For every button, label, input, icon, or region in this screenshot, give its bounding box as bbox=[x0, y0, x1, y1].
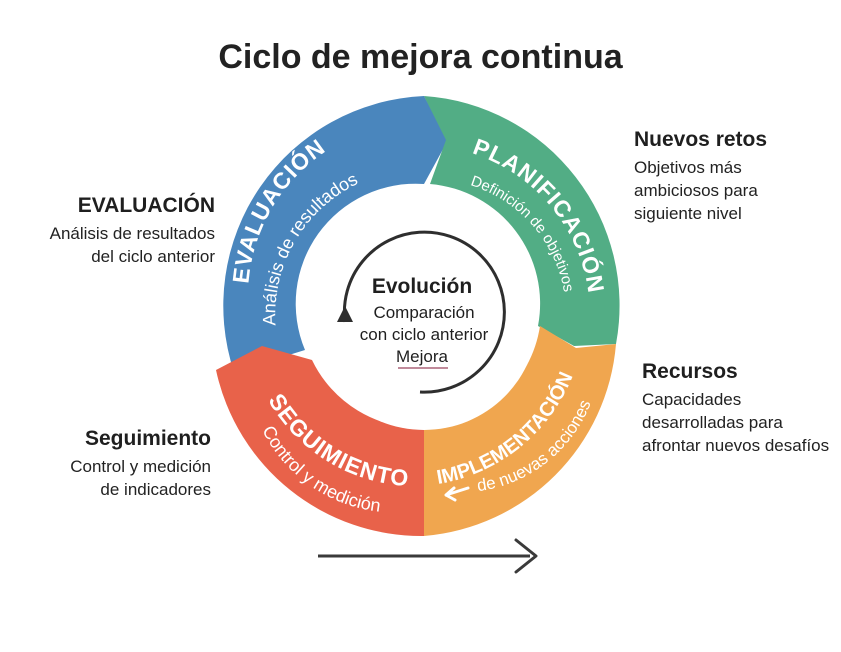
side-evaluacion-line: del ciclo anterior bbox=[91, 247, 215, 266]
side-evaluacion-line: Análisis de resultados bbox=[49, 224, 215, 243]
center-cycle-arrowhead-icon bbox=[337, 306, 353, 322]
side-recursos: Recursos Capacidades desarrolladas para … bbox=[642, 360, 841, 457]
side-seguimiento-line: Control y medición bbox=[70, 457, 211, 476]
center-cycle-arrow-icon bbox=[342, 230, 506, 394]
segment-seguimiento bbox=[216, 346, 424, 537]
center-line-2: con ciclo anterior bbox=[360, 325, 489, 344]
segment-planificacion bbox=[424, 96, 620, 346]
side-nuevos-retos-line: ambiciosos para bbox=[634, 181, 758, 200]
segment-evaluacion bbox=[223, 96, 448, 372]
side-nuevos-retos: Nuevos retos Objetivos más ambiciosos pa… bbox=[634, 128, 767, 225]
side-recursos-heading: Recursos bbox=[642, 360, 738, 383]
page-title: Ciclo de mejora continua bbox=[218, 38, 623, 76]
side-seguimiento-line: de indicadores bbox=[100, 480, 211, 499]
side-recursos-line: Capacidades bbox=[642, 390, 742, 409]
side-seguimiento-heading: Seguimiento bbox=[84, 427, 211, 450]
progress-arrow-icon bbox=[514, 538, 538, 574]
side-recursos-line: afrontar nuevos desafíos bbox=[642, 436, 830, 455]
side-nuevos-retos-line: siguiente nivel bbox=[634, 204, 742, 223]
center-title: Evolución bbox=[372, 275, 472, 298]
center-line-3: Mejora bbox=[396, 347, 449, 366]
implementation-arrow-icon bbox=[444, 486, 470, 502]
side-nuevos-retos-heading: Nuevos retos bbox=[634, 128, 768, 151]
center-line-1: Comparación bbox=[373, 303, 474, 322]
side-evaluacion-heading: EVALUACIÓN bbox=[77, 194, 215, 217]
side-seguimiento: Seguimiento Control y medición de indica… bbox=[70, 427, 211, 501]
side-nuevos-retos-line: Objetivos más bbox=[634, 158, 742, 177]
segment-implementacion bbox=[424, 326, 616, 536]
side-recursos-line: desarrolladas para bbox=[642, 413, 783, 432]
center-disc bbox=[310, 202, 538, 430]
side-evaluacion: EVALUACIÓN Análisis de resultados del ci… bbox=[50, 194, 215, 268]
